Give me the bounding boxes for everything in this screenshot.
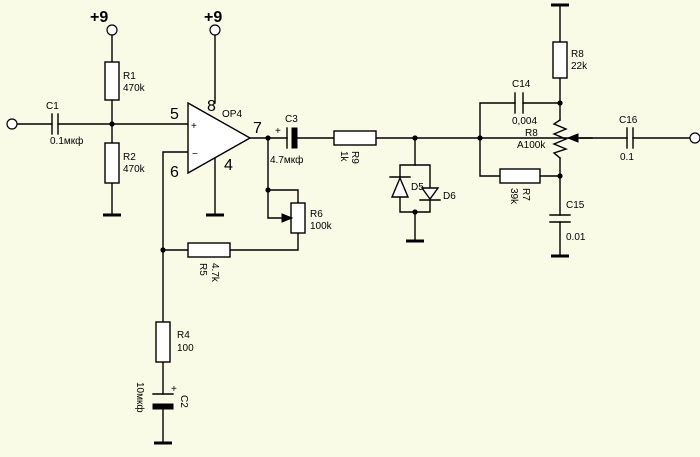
resistor-r9: R9 1k [333,130,377,164]
pin-6-label: 6 [170,164,179,181]
potentiometer-r8: R8 A100k [517,119,579,159]
c2-ref: C2 [178,395,189,408]
r9-ref: R9 [349,151,360,164]
c14-value: 0,004 [512,116,537,127]
c1-value: 0.1мкф [50,135,83,147]
c16-value: 0.1 [620,152,634,163]
r6-ref: R6 [310,209,323,220]
pin-8-label: 8 [207,98,216,115]
capacitor-c15: C15 0.01 [549,200,586,243]
d6-ref: D6 [443,191,456,202]
r7-value: 39k [508,188,519,205]
r8-pot-value: A100k [517,140,546,151]
supply-terminal-left [106,24,118,36]
r5-ref: R5 [197,263,208,276]
pin-4-label: 4 [224,157,233,174]
supply-label-left: +9 [90,9,108,26]
c1-ref: C1 [46,101,59,112]
c3-polarity: + [275,126,281,137]
capacitor-c2: + C2 10мкф [134,382,189,413]
resistor-r2: R2 470k [104,142,146,184]
capacitor-c1: C1 0.1мкф [46,101,83,147]
pin-5-label: 5 [170,106,179,123]
output-terminal [689,132,700,144]
resistor-r7: R7 39k [499,168,541,205]
supply-terminal-opamp [209,24,221,36]
r9-value: 1k [338,151,349,163]
r2-value: 470k [123,164,146,175]
diode-d6: D6 [419,187,456,202]
r4-value: 100 [177,343,194,354]
c15-value: 0.01 [566,232,586,243]
r1-ref: R1 [123,71,136,82]
resistor-r5: R5 4.7k [187,242,231,283]
resistor-r1: R1 470k [104,61,146,101]
r2-ref: R2 [123,152,136,163]
junctions [109,100,563,253]
diode-d5: D5 [389,176,424,198]
resistor-r8-fixed: R8 22k [552,41,588,79]
c3-value: 4.7мкф [270,154,303,166]
r4-ref: R4 [177,330,190,341]
potentiometer-r6: R6 100k [281,202,333,234]
opamp-name: OP4 [222,109,242,120]
c2-polarity: + [171,384,177,395]
opamp-plus-sign: + [191,121,197,132]
opamp-op4: + − OP4 5 6 7 8 4 [170,98,262,181]
r8-pot-ref: R8 [525,128,538,139]
resistor-r4: R4 100 [155,321,194,363]
d5-ref: D5 [411,182,424,193]
capacitor-c16: C16 0.1 [619,115,638,163]
opamp-triangle [187,101,252,175]
r8-fixed-value: 22k [571,61,588,72]
input-terminal [6,118,18,130]
c2-value: 10мкф [134,382,146,413]
r8-fixed-ref: R8 [571,49,584,60]
supply-label-opamp: +9 [204,9,222,26]
c14-ref: C14 [512,79,531,90]
ground-symbols [103,3,569,445]
opamp-minus-sign: − [192,149,198,160]
c15-ref: C15 [566,200,585,211]
capacitor-c3: + C3 4.7мкф [270,114,303,166]
pin-7-label: 7 [253,120,262,137]
capacitor-c14: C14 0,004 [512,79,537,127]
c3-ref: C3 [285,114,298,125]
c16-ref: C16 [619,115,638,126]
r1-value: 470k [123,83,146,94]
r6-value: 100k [310,221,333,232]
r7-ref: R7 [520,188,531,201]
r5-value: 4.7k [209,263,220,283]
